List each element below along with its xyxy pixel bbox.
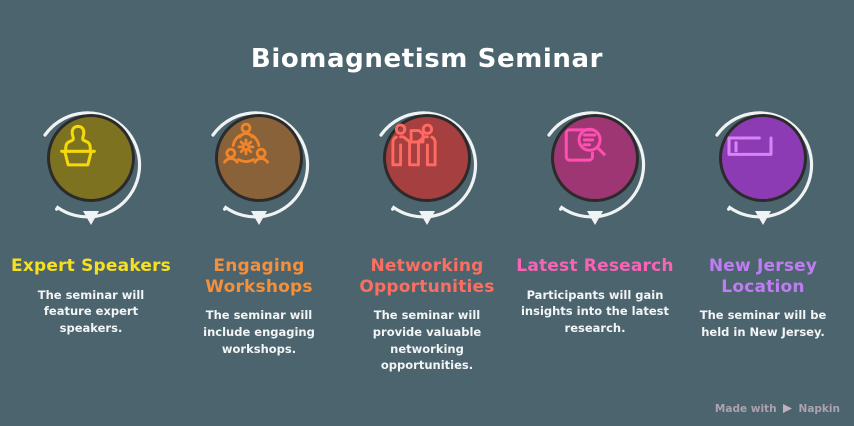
icon-badge-new-jersey-location [693,108,833,232]
map-outline-icon [727,136,773,156]
icon-circle [719,114,807,202]
feature-column-networking-opportunities[interactable]: Networking Opportunities The seminar wil… [344,108,510,374]
feature-column-new-jersey-location[interactable]: New Jersey Location The seminar will be … [680,108,846,374]
curved-down-arrow-icon [715,111,814,225]
feature-heading: Expert Speakers [11,256,172,276]
team-gear-collaboration-icon [223,122,269,164]
icon-circle [551,114,639,202]
feature-heading: Latest Research [516,256,674,276]
feature-heading: Networking Opportunities [359,256,495,297]
feature-body: Participants will gain insights into the… [520,287,670,336]
feature-heading: New Jersey Location [708,256,818,297]
watermark-brand: Napkin [798,403,840,416]
feature-column-engaging-workshops[interactable]: Engaging Workshops The seminar will incl… [176,108,342,374]
feature-heading: Engaging Workshops [205,256,313,297]
curved-down-arrow-icon [379,111,478,225]
icon-badge-expert-speakers [21,108,161,232]
people-exchange-document-icon [391,123,437,167]
document-magnifier-icon [564,127,606,162]
feature-body: The seminar will be held in New Jersey. [699,308,827,340]
feature-body: The seminar will include engaging worksh… [203,308,315,356]
speaker-podium-icon [60,124,96,167]
feature-column-expert-speakers[interactable]: Expert Speakers The seminar will feature… [8,108,174,374]
curved-down-arrow-icon [43,111,142,225]
feature-column-latest-research[interactable]: Latest Research Participants will gain i… [512,108,678,374]
watermark-prefix: Made with [714,403,777,416]
made-with-napkin-watermark[interactable]: Made with Napkin [715,403,840,417]
icon-circle [383,114,471,202]
napkin-logo-icon [782,403,794,417]
page-title: Biomagnetism Seminar [250,44,604,74]
feature-columns: Expert Speakers The seminar will feature… [0,108,854,374]
icon-badge-networking-opportunities [357,108,497,232]
feature-body: The seminar will provide valuable networ… [372,308,482,373]
curved-down-arrow-icon [547,111,646,225]
feature-body: The seminar will feature expert speakers… [37,287,145,336]
icon-badge-latest-research [525,108,665,232]
icon-circle [47,114,135,202]
curved-down-arrow-icon [211,111,310,225]
icon-badge-engaging-workshops [189,108,329,232]
icon-circle [215,114,303,202]
